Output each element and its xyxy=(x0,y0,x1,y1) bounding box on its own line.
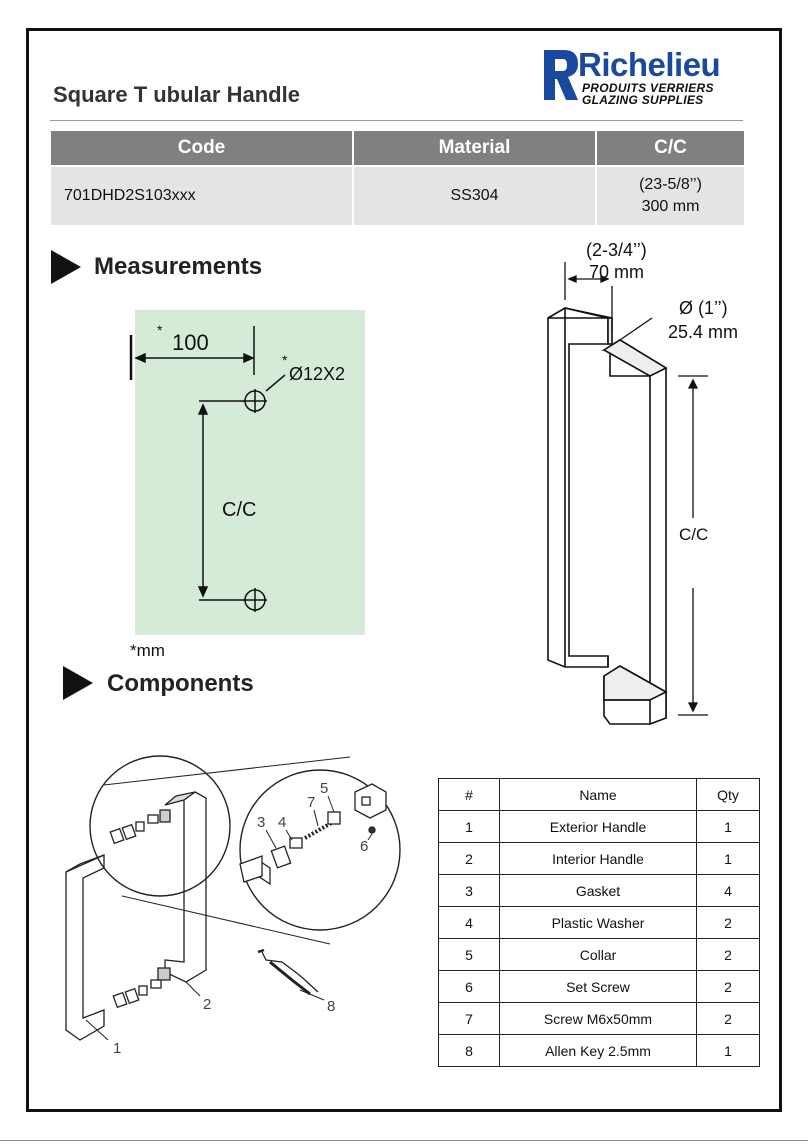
handle-width-mm: 70 mm xyxy=(589,262,645,282)
spec-material: SS304 xyxy=(353,165,597,225)
table-row: 1 Exterior Handle 1 xyxy=(438,810,760,843)
richelieu-r-mark-icon xyxy=(544,50,578,100)
spec-cc: (23-5/8’’) 300 mm xyxy=(596,165,744,225)
exploded-assembly-drawing xyxy=(65,755,401,1041)
part-name: Allen Key 2.5mm xyxy=(499,1034,697,1067)
table-row: 6 Set Screw 2 xyxy=(438,970,760,1003)
part-number: 8 xyxy=(438,1034,500,1067)
hole-cc-label: C/C xyxy=(222,499,257,521)
dim-star-hole: * xyxy=(282,352,288,368)
spec-header-material: Material xyxy=(353,131,597,166)
part-name: Collar xyxy=(499,938,697,971)
part-qty: 1 xyxy=(696,810,760,843)
part-number: 7 xyxy=(438,1002,500,1035)
spec-table: Code Material C/C 701DHD2S103xxx SS304 (… xyxy=(51,131,744,225)
measurements-arrow-icon xyxy=(51,250,81,284)
part-qty: 2 xyxy=(696,938,760,971)
parts-header-name: Name xyxy=(499,778,697,811)
part-name: Screw M6x50mm xyxy=(499,1002,697,1035)
dim-star-100: * xyxy=(157,322,163,338)
hole-diameter-label: Ø12X2 xyxy=(289,364,346,384)
callout-4: 4 xyxy=(278,814,287,831)
table-row: 7 Screw M6x50mm 2 xyxy=(438,1002,760,1035)
part-number: 5 xyxy=(438,938,500,971)
part-number: 4 xyxy=(438,906,500,939)
callout-6: 6 xyxy=(360,838,369,855)
callout-1: 1 xyxy=(113,1040,122,1057)
part-qty: 2 xyxy=(696,906,760,939)
tube-diameter-inches: Ø (1’’) xyxy=(679,298,728,318)
part-qty: 1 xyxy=(696,1034,760,1067)
units-note: *mm xyxy=(130,641,165,660)
parts-table: # Name Qty 1 Exterior Handle 1 2 Interio… xyxy=(438,778,760,1067)
hole-layout-drawing xyxy=(129,326,286,612)
spec-cc-inches: (23-5/8’’) xyxy=(639,176,702,193)
table-row: 2 Interior Handle 1 xyxy=(438,842,760,875)
brand-logo: Richelieu PRODUITS VERRIERS GLAZING SUPP… xyxy=(542,44,748,107)
spec-header-code: Code xyxy=(51,131,354,166)
callout-2: 2 xyxy=(203,996,212,1013)
part-name: Set Screw xyxy=(499,970,697,1003)
part-name: Gasket xyxy=(499,874,697,907)
part-number: 3 xyxy=(438,874,500,907)
parts-header-qty: Qty xyxy=(696,778,760,811)
parts-header-number: # xyxy=(438,778,500,811)
part-qty: 2 xyxy=(696,970,760,1003)
spec-header-cc: C/C xyxy=(596,131,744,166)
part-qty: 4 xyxy=(696,874,760,907)
table-row: 8 Allen Key 2.5mm 1 xyxy=(438,1034,760,1067)
part-name: Exterior Handle xyxy=(499,810,697,843)
part-number: 2 xyxy=(438,842,500,875)
components-heading: Components xyxy=(107,670,254,697)
handle-drawing xyxy=(547,307,668,726)
spec-code: 701DHD2S103xxx xyxy=(51,165,354,225)
part-name: Plastic Washer xyxy=(499,906,697,939)
callout-7: 7 xyxy=(307,794,316,811)
logo-wordmark: Richelieu xyxy=(578,46,721,83)
handle-cc-label: C/C xyxy=(679,525,709,544)
callout-8: 8 xyxy=(327,998,336,1015)
page-frame xyxy=(26,28,782,1112)
components-arrow-icon xyxy=(63,666,93,700)
measurements-heading: Measurements xyxy=(94,253,263,280)
callout-5: 5 xyxy=(320,780,329,797)
callout-3: 3 xyxy=(257,814,266,831)
part-qty: 1 xyxy=(696,842,760,875)
logo-tagline-en: GLAZING SUPPLIES xyxy=(582,93,704,107)
table-row: 3 Gasket 4 xyxy=(438,874,760,907)
title-rule xyxy=(50,120,743,121)
handle-width-inches: (2-3/4’’) xyxy=(586,240,647,260)
part-number: 1 xyxy=(438,810,500,843)
part-qty: 2 xyxy=(696,1002,760,1035)
dim-100: 100 xyxy=(172,330,209,355)
table-row: 5 Collar 2 xyxy=(438,938,760,971)
logo-tagline-fr: PRODUITS VERRIERS xyxy=(582,81,714,95)
footer-line xyxy=(0,1140,808,1141)
spec-cc-mm: 300 mm xyxy=(641,198,700,215)
handle-dimensions xyxy=(564,262,708,716)
part-name: Interior Handle xyxy=(499,842,697,875)
page-title: Square T ubular Handle xyxy=(53,82,300,107)
tube-diameter-mm: 25.4 mm xyxy=(668,322,739,342)
table-row: 4 Plastic Washer 2 xyxy=(438,906,760,939)
part-number: 6 xyxy=(438,970,500,1003)
glass-panel xyxy=(135,310,365,635)
